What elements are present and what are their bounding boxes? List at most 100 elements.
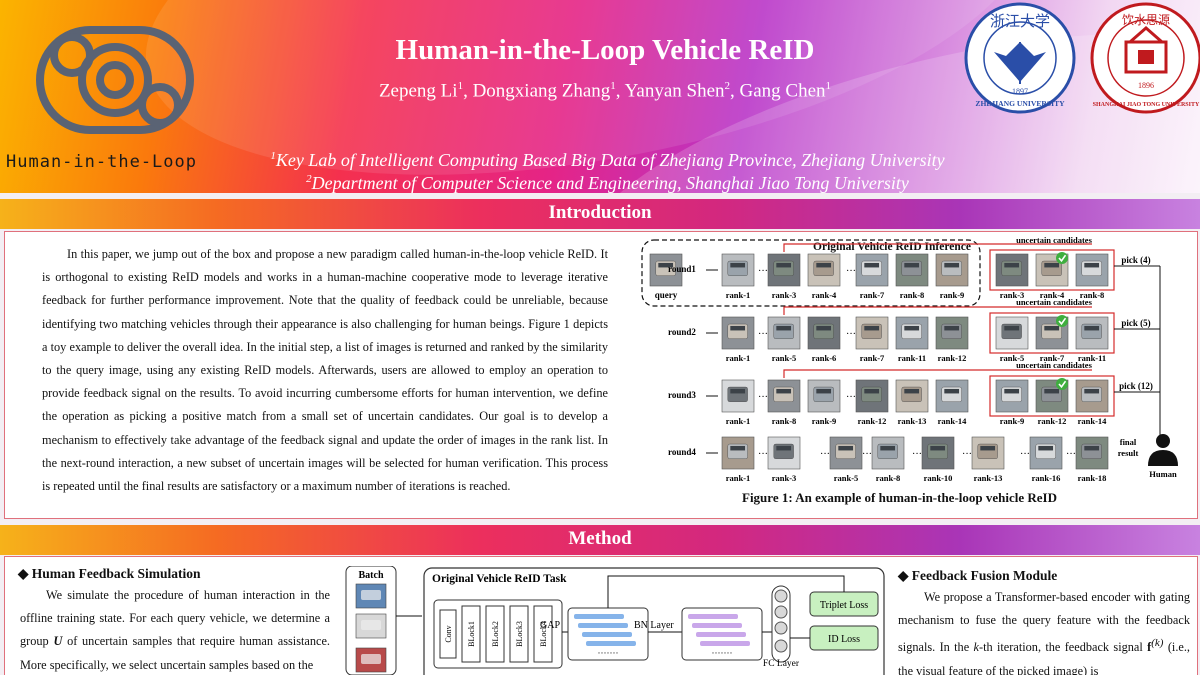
ellipsis-dots: ··· bbox=[962, 449, 972, 460]
svg-text:饮水思源: 饮水思源 bbox=[1122, 13, 1170, 27]
rank-thumbnail-window bbox=[980, 445, 996, 451]
rank-label: rank-14 bbox=[938, 416, 968, 426]
check-icon bbox=[1056, 378, 1068, 390]
rank-label: rank-8 bbox=[876, 473, 901, 483]
author-list: Zepeng Li1, Dongxiang Zhang1, Yanyan She… bbox=[378, 80, 832, 102]
gap-label: GAP bbox=[540, 620, 560, 631]
rank-label: rank-16 bbox=[1032, 473, 1061, 483]
rank-thumbnail bbox=[855, 253, 889, 287]
gap-feature-bar bbox=[582, 632, 632, 637]
round-label: round2 bbox=[668, 327, 696, 337]
pick-label: pick (4) bbox=[1121, 255, 1150, 265]
logo-text: Human-in-the-Loop bbox=[6, 152, 197, 172]
check-icon bbox=[1056, 252, 1068, 264]
candidate-thumbnail-window bbox=[1044, 325, 1060, 331]
candidate-thumbnail-window bbox=[1004, 325, 1020, 331]
ellipsis-dots: ··· bbox=[820, 449, 830, 460]
svg-text:ZHEJIANG UNIVERSITY: ZHEJIANG UNIVERSITY bbox=[975, 99, 1065, 108]
backbone-block bbox=[509, 605, 529, 663]
rank-label: rank-5 bbox=[772, 353, 797, 363]
rank-thumbnail-window bbox=[776, 262, 792, 268]
backbone-block-label: BLock2 bbox=[491, 621, 500, 647]
affiliation-2: 2Department of Computer Science and Engi… bbox=[306, 173, 909, 193]
affiliation-1: 1Key Lab of Intelligent Computing Based … bbox=[270, 150, 945, 170]
zju-logo: 浙江大学 1897 ZHEJIANG UNIVERSITY bbox=[964, 2, 1076, 114]
original-inference-frame bbox=[641, 239, 981, 307]
candidate-label: rank-8 bbox=[1080, 290, 1105, 300]
backbone-block-label: BLock4 bbox=[539, 621, 548, 647]
batch-vehicle bbox=[361, 590, 381, 600]
rank-label: rank-11 bbox=[898, 353, 926, 363]
rank-thumbnail-window bbox=[816, 325, 832, 331]
rank-thumbnail-window bbox=[944, 388, 960, 394]
poster-header: Human-in-the-Loop Human-in-the-Loop Vehi… bbox=[0, 0, 1200, 193]
candidate-thumbnail-window bbox=[1084, 388, 1100, 394]
rank-thumbnail-window bbox=[880, 445, 896, 451]
candidate-label: rank-9 bbox=[1000, 416, 1025, 426]
rank-label: rank-12 bbox=[938, 353, 967, 363]
bn-label: BN Layer bbox=[634, 620, 674, 631]
rank-thumbnail-window bbox=[730, 445, 746, 451]
candidate-thumbnail-window bbox=[1044, 388, 1060, 394]
task-title: Original Vehicle ReID Task bbox=[432, 573, 567, 585]
rank-thumbnail bbox=[721, 316, 755, 350]
ellipsis-dots: ··· bbox=[758, 392, 768, 403]
author-name: Zepeng Li bbox=[378, 80, 458, 102]
figure-1: Original Vehicle ReID Inferencequeryroun… bbox=[641, 235, 1178, 483]
rank-thumbnail-window bbox=[1038, 445, 1054, 451]
candidate-thumbnail-window bbox=[1004, 262, 1020, 268]
gap-feature-bar bbox=[578, 623, 628, 628]
candidate-thumbnail-window bbox=[1004, 388, 1020, 394]
rank-label: rank-7 bbox=[860, 290, 885, 300]
uncertain-candidates-box bbox=[989, 375, 1115, 417]
author-name: Gang Chen bbox=[739, 80, 826, 102]
hitl-logo: Human-in-the-Loop bbox=[0, 0, 240, 193]
rank-thumbnail-window bbox=[930, 445, 946, 451]
rank-label: rank-12 bbox=[858, 416, 887, 426]
triplet-loss-label: Triplet Loss bbox=[820, 600, 868, 611]
uncertain-candidates-label: uncertain candidates bbox=[1016, 235, 1092, 245]
rank-thumbnail-window bbox=[730, 388, 746, 394]
candidate-label: rank-7 bbox=[1040, 353, 1065, 363]
rank-thumbnail-window bbox=[904, 388, 920, 394]
original-inference-title: Original Vehicle ReID Inference bbox=[813, 241, 971, 253]
candidate-thumbnail-window bbox=[1084, 325, 1100, 331]
rank-thumbnail-window bbox=[730, 325, 746, 331]
rank-thumbnail-window bbox=[864, 262, 880, 268]
rank-label: rank-1 bbox=[726, 290, 751, 300]
final-label: final bbox=[1120, 437, 1137, 447]
sjtu-logo: 饮水思源 1896 SHANGHAI JIAO TONG UNIVERSITY bbox=[1090, 2, 1200, 114]
uncertain-candidates-box bbox=[989, 249, 1115, 291]
introduction-heading: Introduction bbox=[548, 202, 652, 223]
rank-label: rank-13 bbox=[898, 416, 927, 426]
backbone-block bbox=[461, 605, 481, 663]
rank-label: rank-8 bbox=[772, 416, 797, 426]
conv-block bbox=[439, 609, 457, 659]
check-icon bbox=[1056, 315, 1068, 327]
svg-text:1897: 1897 bbox=[1012, 87, 1028, 96]
candidate-label: rank-14 bbox=[1078, 416, 1108, 426]
bn-feature-bar bbox=[692, 623, 742, 628]
round-label: round1 bbox=[668, 264, 696, 274]
human-feedback-simulation-text: We simulate the procedure of human inter… bbox=[20, 588, 330, 672]
rank-thumbnail bbox=[829, 436, 863, 470]
ellipsis-dots: ··· bbox=[758, 449, 768, 460]
rank-thumbnail-window bbox=[816, 262, 832, 268]
candidate-label: rank-3 bbox=[1000, 290, 1025, 300]
check-mark bbox=[1058, 380, 1067, 389]
batch-label: Batch bbox=[359, 570, 384, 581]
task-frame bbox=[423, 567, 885, 675]
rank-label: rank-9 bbox=[812, 416, 837, 426]
bn-feature-dots: ······· bbox=[712, 648, 733, 658]
triplet-loss-arrow bbox=[607, 575, 845, 608]
bn-feature-bar bbox=[700, 641, 750, 646]
rank-thumbnail-window bbox=[864, 388, 880, 394]
rank-label: rank-18 bbox=[1078, 473, 1107, 483]
rank-label: rank-13 bbox=[974, 473, 1003, 483]
fc-label: FC Layer bbox=[763, 659, 800, 669]
ellipsis-dots: ··· bbox=[758, 266, 768, 277]
bn-feature-bar bbox=[696, 632, 746, 637]
rank-label: rank-1 bbox=[726, 353, 751, 363]
gap-feature-bar bbox=[586, 641, 636, 646]
rank-label: rank-3 bbox=[772, 290, 797, 300]
